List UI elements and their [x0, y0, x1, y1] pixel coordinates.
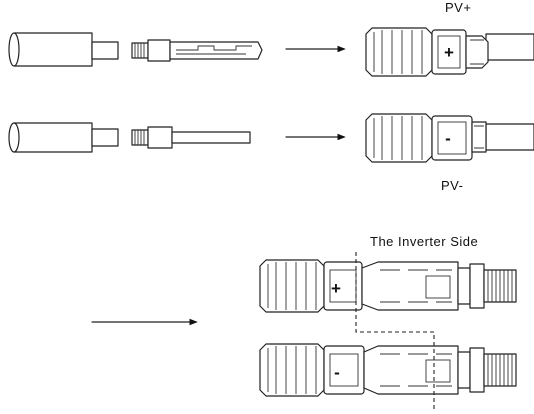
symbol-plus-mated: + [331, 279, 341, 298]
inverter-side-boundary [355, 252, 435, 412]
cable-negative [8, 122, 119, 153]
row-positive-parts: + PV+ [8, 0, 534, 77]
cable-positive [8, 32, 119, 67]
label-inverter-side: The Inverter Side [370, 234, 478, 249]
symbol-plus: + [444, 43, 454, 62]
symbol-minus-mated: - [334, 363, 340, 382]
label-pv-minus: PV- [441, 178, 463, 193]
label-pv-plus: PV+ [445, 0, 471, 15]
connector-positive-assembled: + [365, 27, 534, 77]
crimp-contact-female [131, 39, 263, 62]
connector-negative-assembled: - [365, 113, 534, 163]
row-negative-parts: - PV- [8, 113, 534, 193]
symbol-minus: - [445, 129, 451, 148]
mated-connector-positive: + [259, 259, 517, 313]
mated-pair-inverter: The Inverter Side + [91, 234, 517, 412]
crimp-contact-male [131, 126, 251, 149]
mated-connector-negative: - [259, 343, 517, 397]
